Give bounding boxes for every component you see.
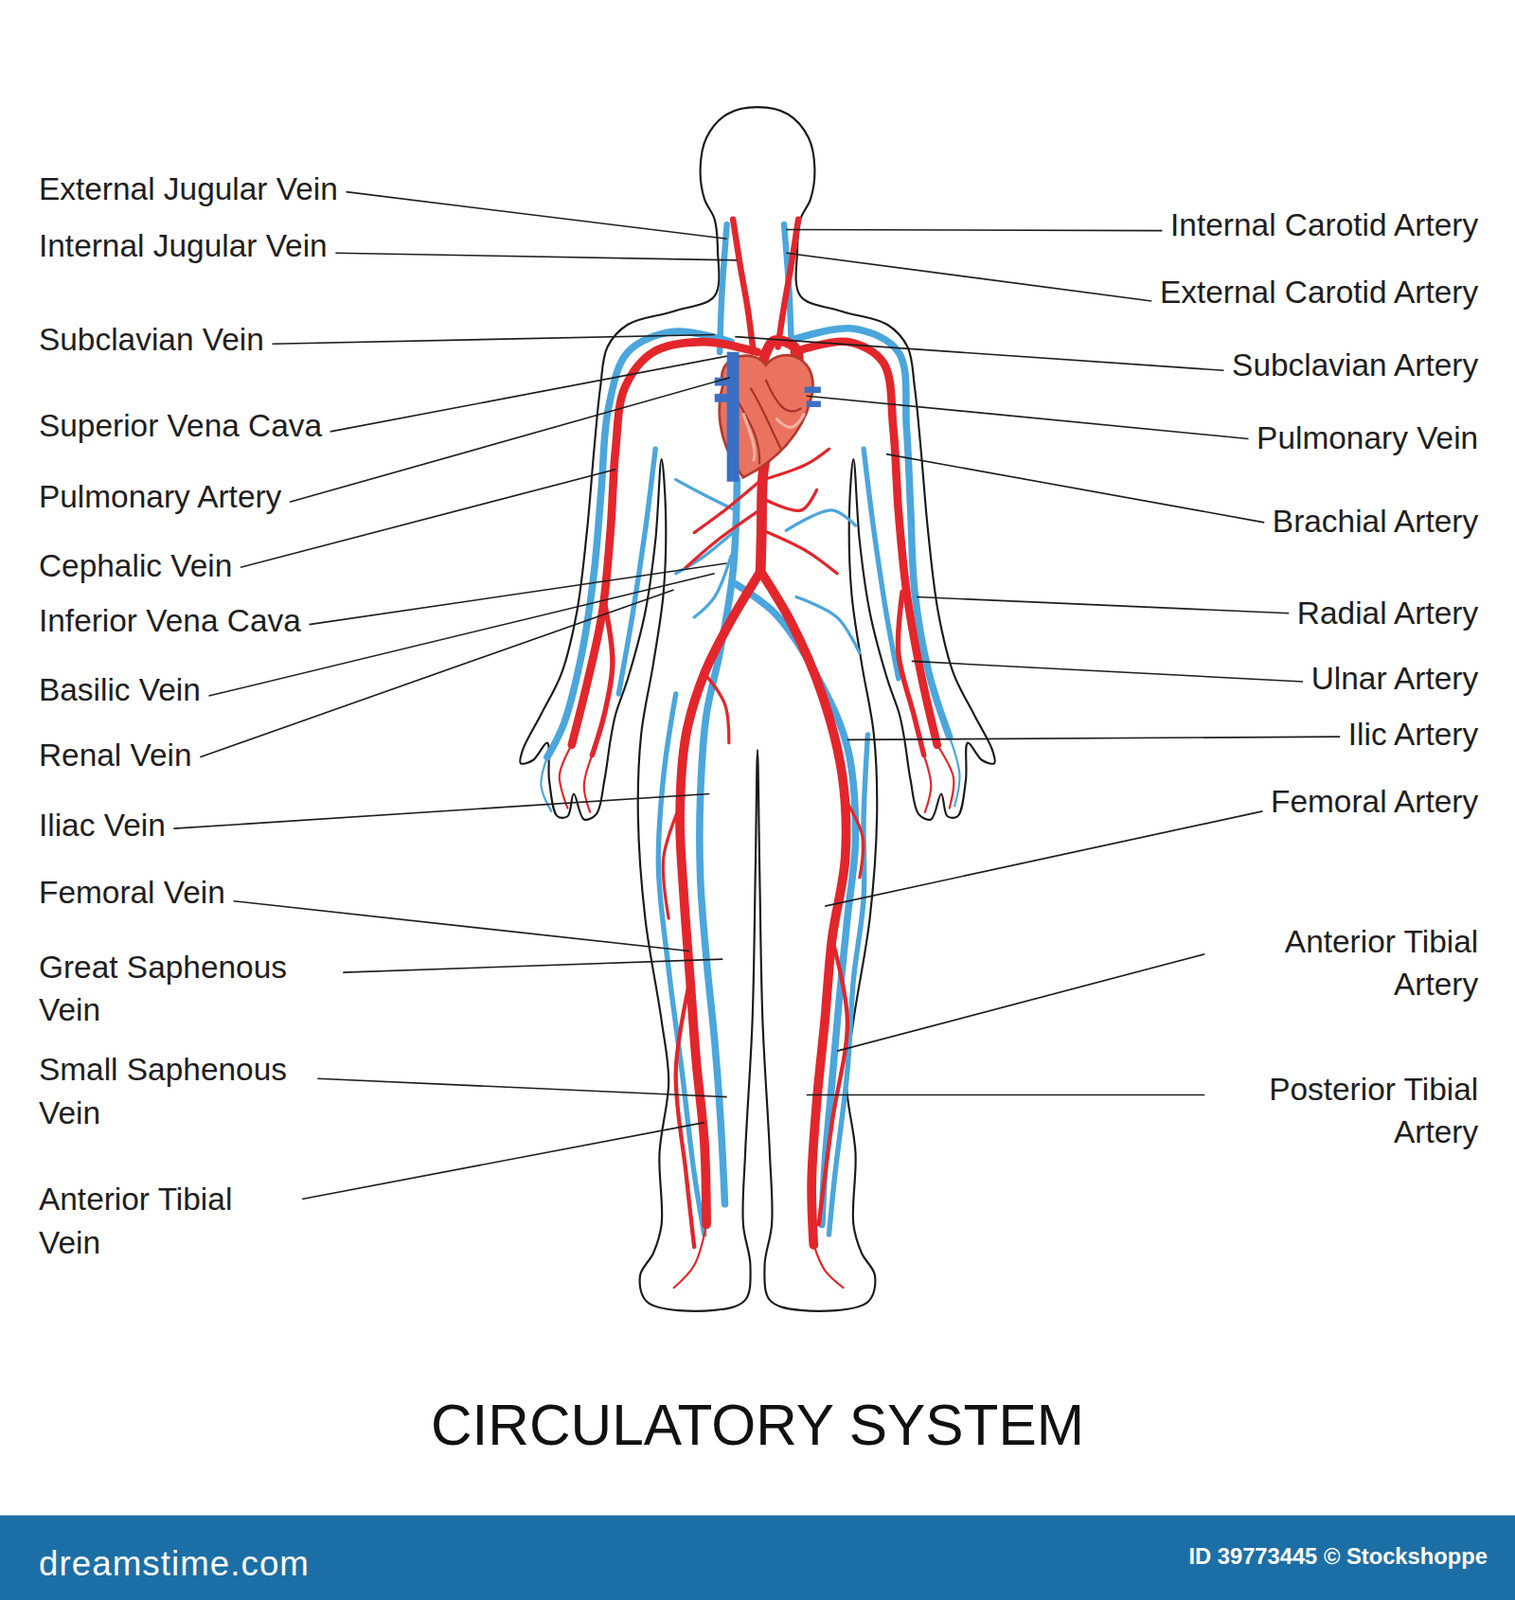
- diagram-title: CIRCULATORY SYSTEM: [0, 1391, 1515, 1460]
- leader-line: [342, 959, 723, 973]
- artery: [760, 571, 846, 1246]
- leader-line: [330, 356, 728, 432]
- veins: [540, 224, 960, 1235]
- leader-line: [271, 335, 714, 345]
- artery: [897, 591, 924, 755]
- footer-bar: [0, 1515, 1515, 1600]
- vein: [785, 510, 856, 532]
- vessel-label: Ilic Artery: [1348, 712, 1479, 756]
- vessel-label: Subclavian Artery: [1231, 343, 1479, 387]
- leader-line: [302, 1122, 705, 1200]
- watermark: ID 39773445 © Stockshoppe: [1188, 1543, 1487, 1572]
- vessel-label: Iliac Vein: [38, 803, 166, 847]
- artery: [559, 745, 572, 809]
- vessel-label: Radial Artery: [1297, 591, 1479, 635]
- leader-line: [335, 252, 737, 261]
- heart: [714, 352, 821, 482]
- leader-line: [289, 377, 731, 502]
- vessel-label: Posterior Tibial Artery: [1212, 1068, 1479, 1155]
- vein: [540, 757, 552, 812]
- vessel-label: Great Saphenous Vein: [38, 945, 336, 1033]
- leader-line: [734, 337, 1224, 372]
- leader-line: [847, 736, 1340, 740]
- artery: [591, 602, 613, 756]
- body: [519, 106, 996, 1312]
- artery: [686, 510, 761, 568]
- vessel-label: Femoral Vein: [38, 871, 226, 914]
- artery: [694, 480, 762, 534]
- vessel-label: Small Saphenous Vein: [38, 1049, 310, 1136]
- vena-cava: [727, 352, 740, 482]
- vessel-label: Ulnar Artery: [1311, 657, 1479, 700]
- leader-line: [785, 252, 1152, 302]
- vein: [547, 331, 731, 758]
- vessel-label: Internal Jugular Vein: [38, 224, 328, 268]
- artery: [704, 673, 730, 743]
- leader-line: [911, 660, 1303, 682]
- body-outline: [519, 106, 996, 1312]
- artery: [843, 796, 864, 878]
- vessel-label: Pulmonary Artery: [38, 475, 282, 518]
- vessel-label: Internal Carotid Artery: [1170, 204, 1479, 248]
- vein: [676, 480, 736, 511]
- leader-line: [916, 597, 1289, 614]
- vein: [618, 448, 656, 695]
- artery: [584, 755, 593, 813]
- leader-line: [806, 1094, 1205, 1097]
- vessel-label: Pulmonary Vein: [1256, 417, 1479, 461]
- vessel-label: Inferior Vena Cava: [38, 600, 302, 643]
- vessel-label: External Jugular Vein: [38, 168, 339, 212]
- artery: [924, 755, 932, 813]
- vessel-label: Cephalic Vein: [38, 545, 232, 589]
- leader-line: [785, 230, 1162, 232]
- leader-lines: [173, 192, 1340, 1200]
- artery: [763, 530, 838, 573]
- artery: [761, 489, 817, 511]
- leader-line: [824, 811, 1263, 907]
- leader-line: [173, 794, 710, 830]
- arteries: [559, 219, 955, 1288]
- vessel-label: Anterior Tibial Artery: [1212, 920, 1479, 1007]
- watermark: dreamstime.com: [38, 1543, 310, 1585]
- leader-line: [317, 1078, 727, 1097]
- vessel-label: Basilic Vein: [38, 669, 201, 713]
- vessel-label: Renal Vein: [38, 734, 193, 778]
- artery: [778, 219, 800, 348]
- leader-line: [233, 901, 690, 952]
- artery: [819, 939, 848, 1226]
- leader-line: [345, 192, 727, 240]
- vessel-label: Femoral Artery: [1270, 781, 1479, 824]
- artery: [662, 796, 684, 919]
- vein: [719, 224, 728, 353]
- artery: [679, 571, 761, 1226]
- vessel-label: Anterior Tibial Vein: [38, 1178, 295, 1266]
- leader-line: [240, 469, 616, 568]
- artery: [732, 219, 754, 353]
- leader-line: [837, 954, 1205, 1052]
- artery: [937, 745, 955, 809]
- leader-line: [886, 454, 1265, 523]
- artery: [674, 1224, 708, 1288]
- artery: [571, 341, 758, 746]
- leader-line: [806, 395, 1249, 439]
- artery: [813, 1245, 843, 1288]
- vessel-label: Brachial Artery: [1272, 499, 1479, 543]
- vessel-label: Superior Vena Cava: [38, 405, 322, 448]
- artery: [676, 980, 695, 1248]
- heart-highlight: [743, 413, 805, 463]
- vessel-label: External Carotid Artery: [1159, 271, 1479, 315]
- vessel-label: Subclavian Vein: [38, 318, 265, 361]
